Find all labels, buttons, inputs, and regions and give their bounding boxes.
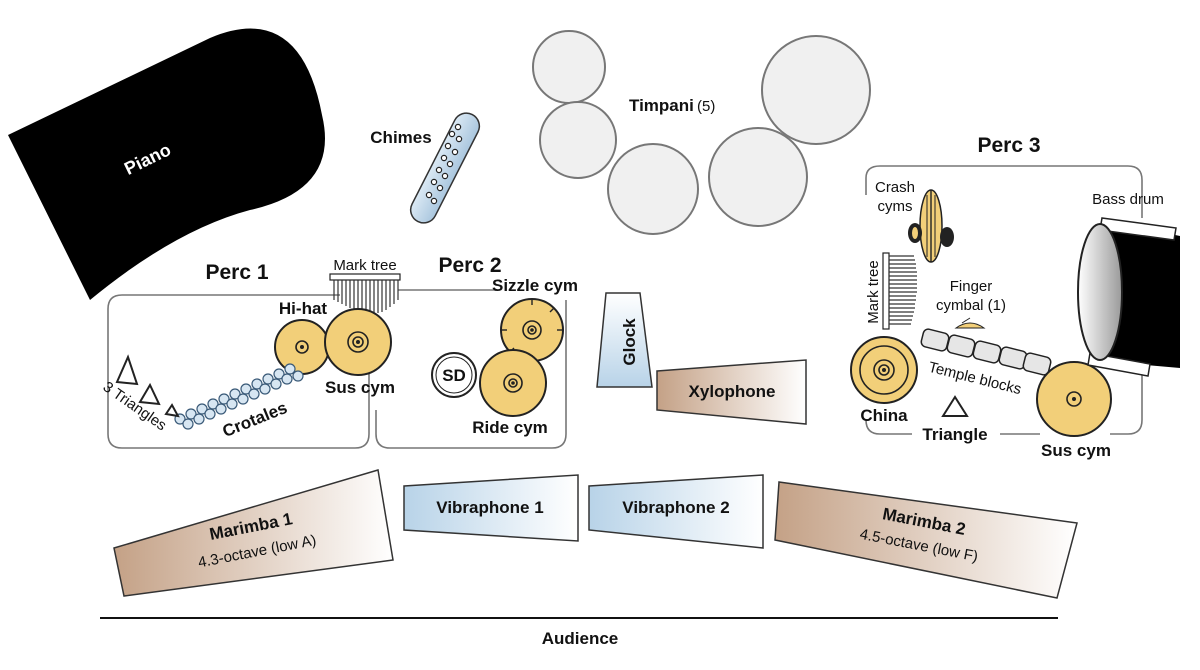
- crash-cyms: Crash cyms: [875, 179, 954, 263]
- piano: Piano: [8, 28, 325, 300]
- sus-cym-perc3-label: Sus cym: [1041, 441, 1111, 460]
- timpani: Timpani (5): [532, 30, 871, 235]
- sus-cym-perc3: Sus cym: [1036, 361, 1112, 460]
- triangles-label: 3 Triangles: [100, 378, 170, 434]
- crotales: Crotales: [174, 363, 304, 441]
- marimba-1: Marimba 1 4.3-octave (low A): [113, 469, 394, 597]
- bass-drum: Bass drum: [1077, 191, 1180, 377]
- snare-drum: SD: [431, 352, 477, 398]
- finger-cymbal-label-line1: Finger: [950, 278, 993, 295]
- perc3-label: Perc 3: [977, 134, 1040, 157]
- ride-cym: Ride cym: [472, 349, 548, 437]
- crash-cyms-label-line1: Crash: [875, 179, 915, 196]
- sus-cym-label: Sus cym: [325, 378, 395, 397]
- audience-label: Audience: [542, 629, 619, 648]
- sd-label: SD: [442, 366, 466, 385]
- finger-cymbal: Finger cymbal (1): [936, 278, 1006, 329]
- vibraphone2-label: Vibraphone 2: [622, 498, 729, 517]
- timpani-label: Timpani: [629, 96, 694, 115]
- vibraphone-2: Vibraphone 2: [588, 474, 764, 549]
- timpani-drum: [607, 143, 699, 235]
- vibraphone-1: Vibraphone 1: [403, 474, 579, 542]
- mark-tree-perc3-label: Mark tree: [865, 260, 882, 323]
- triangle-label: Triangle: [922, 425, 987, 444]
- sus-cym-perc1: Sus cym: [324, 308, 395, 397]
- hi-hat: Hi-hat: [274, 299, 330, 375]
- timpani-drum: [532, 30, 606, 104]
- china-label: China: [860, 406, 908, 425]
- mark-tree: Mark tree: [329, 257, 401, 313]
- timpani-drum: [761, 35, 871, 145]
- timpani-count: (5): [697, 98, 715, 115]
- glock-label: Glock: [620, 318, 639, 366]
- mark-tree-label: Mark tree: [333, 257, 396, 274]
- hi-hat-label: Hi-hat: [279, 299, 328, 318]
- marimba-2: Marimba 2 4.5-octave (low F): [774, 481, 1078, 599]
- chime-tubes: [425, 123, 463, 205]
- perc2-area: Perc 2: [375, 254, 567, 449]
- timpani-drum: [708, 127, 808, 227]
- three-triangles: 3 Triangles: [100, 354, 180, 434]
- timpani-drum: [539, 101, 617, 179]
- china-cymbal: China: [850, 336, 918, 425]
- triangle-perc3: Triangle: [922, 395, 988, 444]
- temple-blocks: [920, 328, 1052, 376]
- ride-cym-label: Ride cym: [472, 418, 548, 437]
- crash-cyms-label-line2: cyms: [878, 198, 913, 215]
- sizzle-cym: Sizzle cym: [492, 276, 578, 362]
- bass-drum-label: Bass drum: [1092, 191, 1164, 208]
- finger-cymbal-label-line2: cymbal (1): [936, 297, 1006, 314]
- xylophone: Xylophone: [656, 359, 807, 425]
- perc1-area: Perc 1: [107, 261, 370, 449]
- perc2-label: Perc 2: [438, 254, 501, 277]
- sizzle-cym-label: Sizzle cym: [492, 276, 578, 295]
- mark-tree-perc3: Mark tree: [865, 252, 917, 330]
- perc1-label: Perc 1: [205, 261, 268, 284]
- chimes: Chimes: [370, 112, 481, 224]
- xylophone-label: Xylophone: [689, 382, 776, 401]
- audience: Audience: [100, 617, 1058, 648]
- chimes-label: Chimes: [370, 128, 431, 147]
- vibraphone1-label: Vibraphone 1: [436, 498, 543, 517]
- perc3-area: Perc 3: [865, 134, 1143, 435]
- glock: Glock: [596, 292, 653, 388]
